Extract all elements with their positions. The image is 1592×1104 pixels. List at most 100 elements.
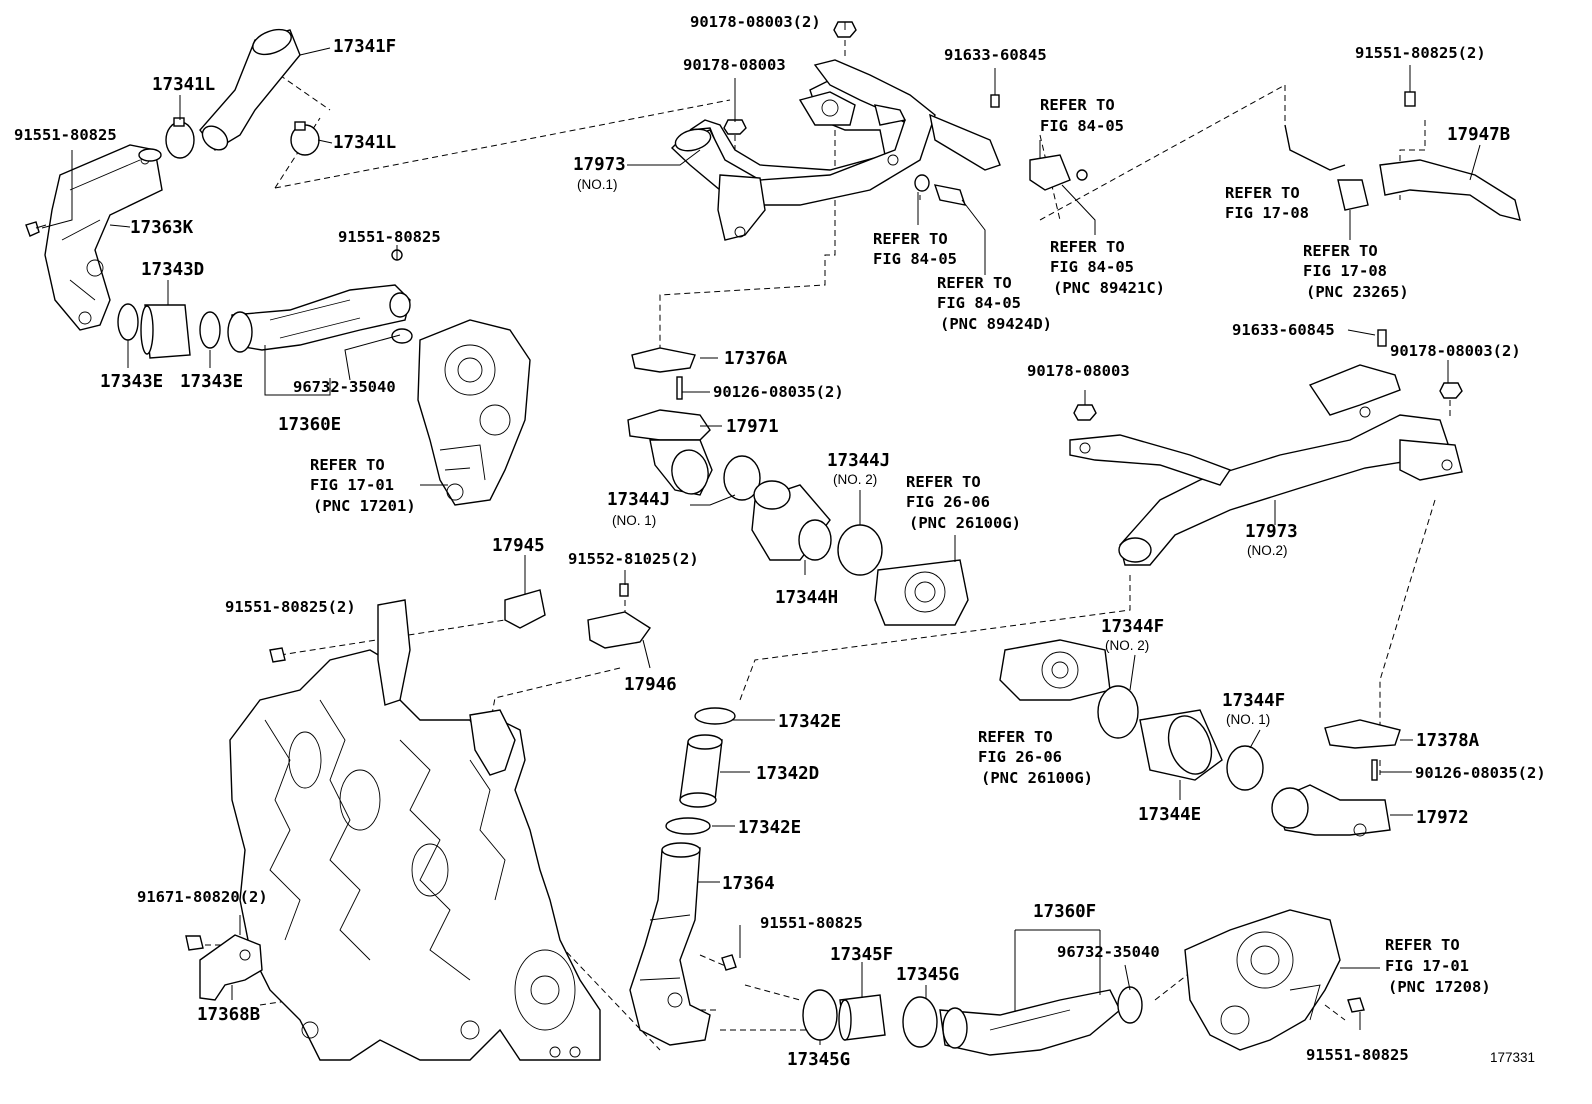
- bolt-91551-80825-top-right: [1404, 91, 1416, 107]
- bolt-91552-81025: [619, 583, 629, 597]
- label-96732-35040-lower: 96732-35040: [1057, 943, 1160, 961]
- bolt-91551-80825-lower: [721, 954, 737, 971]
- part-17360e-pipe: [227, 284, 411, 353]
- gasket-17378a: [1324, 719, 1401, 749]
- label-refer-to-26100g-b-line2: FIG 26-06: [978, 748, 1062, 766]
- label-17946: 17946: [624, 675, 677, 695]
- label-90126-08035-2-upper: 90126-08035(2): [713, 383, 844, 401]
- label-refer-to-26100g-a-line1: REFER TO: [906, 473, 981, 491]
- nut-90178-08003-right: [1073, 404, 1097, 421]
- label-refer-to-17201-line2: FIG 17-01: [310, 476, 394, 494]
- label-90178-08003-top: 90178-08003: [683, 56, 786, 74]
- label-91551-80825-2-left: 91551-80825(2): [225, 598, 356, 616]
- label-refer-to-26100g-b-line1: REFER TO: [978, 728, 1053, 746]
- label-17973-no2: 17973: [1245, 522, 1298, 542]
- label-17378a: 17378A: [1416, 731, 1480, 751]
- part-17360f-pipe: [939, 989, 1121, 1056]
- leader-lines: [41, 22, 1481, 1045]
- nut-90178-08003-2-right: [1439, 382, 1463, 399]
- label-17368b: 17368B: [197, 1005, 260, 1025]
- bolt-91551-80825-2-left: [269, 647, 286, 663]
- label-17973-no2-sub: (NO.2): [1247, 543, 1288, 558]
- label-refer-to-17208-line3: (PNC 17208): [1388, 978, 1491, 996]
- label-17376a: 17376A: [724, 349, 788, 369]
- label-17344j-no2-sub: (NO. 2): [833, 472, 877, 487]
- sensor-plug-84-05: [914, 174, 930, 192]
- engine-block: [229, 599, 601, 1061]
- gasket-17376a: [631, 347, 696, 373]
- label-17343d: 17343D: [141, 260, 204, 280]
- sensor-89424d: [933, 184, 967, 206]
- bolt-91551-80825-bottom-right: [1347, 997, 1365, 1013]
- label-17973-no1-sub: (NO.1): [577, 177, 618, 192]
- sensor-89421c: [1029, 154, 1071, 191]
- part-17972-elbow: [1271, 784, 1391, 837]
- label-91551-80825-lower: 91551-80825: [760, 914, 863, 932]
- clamp-17345g-left: [802, 989, 838, 1041]
- label-17344j-no1-sub: (NO. 1): [612, 513, 656, 528]
- label-refer-to-84-05-b-line1: REFER TO: [873, 230, 948, 248]
- turbocharger-17208: [1184, 909, 1341, 1051]
- part-17343d-end: [140, 305, 154, 355]
- label-17343e-right: 17343E: [180, 372, 243, 392]
- label-90178-08003-2-right: 90178-08003(2): [1390, 342, 1521, 360]
- part-17342d-hose: [679, 734, 723, 808]
- bolt-91633-60845-lower: [1377, 329, 1387, 347]
- part-17973-no1-pipe: [670, 59, 936, 241]
- gasket-96732-35040-upper: [391, 328, 413, 344]
- label-refer-to-89424d-line3: (PNC 89424D): [940, 315, 1052, 333]
- nut-90178-08003-left: [723, 119, 747, 135]
- label-refer-to-89421c-line1: REFER TO: [1050, 238, 1125, 256]
- label-90126-08035-2-lower: 90126-08035(2): [1415, 764, 1546, 782]
- label-refer-to-17-08-a-line1: REFER TO: [1225, 184, 1300, 202]
- part-17344e-hose: [1139, 709, 1223, 781]
- label-refer-to-89421c-line3: (PNC 89421C): [1053, 279, 1165, 297]
- clamp-17344j-no1: [723, 455, 761, 501]
- label-17342e-upper: 17342E: [778, 712, 841, 732]
- part-17973-no2-pipe: [1069, 364, 1463, 566]
- label-17972: 17972: [1416, 808, 1469, 828]
- stud-90126-08035-lower: [1371, 759, 1378, 781]
- label-90178-08003-right: 90178-08003: [1027, 362, 1130, 380]
- label-refer-to-17-08-a-line2: FIG 17-08: [1225, 204, 1309, 222]
- label-17345g-right: 17345G: [896, 965, 959, 985]
- label-91671-80820-2: 91671-80820(2): [137, 888, 268, 906]
- label-17344f-no2-sub: (NO. 2): [1105, 638, 1149, 653]
- label-refer-to-17201-line3: (PNC 17201): [313, 497, 416, 515]
- label-refer-to-84-05-a-line1: REFER TO: [1040, 96, 1115, 114]
- label-refer-to-26100g-a-line3: (PNC 26100G): [909, 514, 1021, 532]
- label-refer-to-23265-line2: FIG 17-08: [1303, 262, 1387, 280]
- label-91551-80825-bottom-right: 91551-80825: [1306, 1046, 1409, 1064]
- label-refer-to-26100g-a-line2: FIG 26-06: [906, 493, 990, 511]
- diagram-id: 177331: [1490, 1050, 1535, 1065]
- label-17344e: 17344E: [1138, 805, 1201, 825]
- clamp-17341l-left-tab: [173, 117, 185, 127]
- label-refer-to-84-05-b-line2: FIG 84-05: [873, 250, 957, 268]
- part-17971-elbow: [627, 409, 713, 496]
- label-refer-to-89424d-line1: REFER TO: [937, 274, 1012, 292]
- label-17344f-no1-sub: (NO. 1): [1226, 712, 1270, 727]
- bolt-91633-60845-upper: [990, 94, 1000, 108]
- clamp-17343e-left: [117, 303, 139, 341]
- label-17342d: 17342D: [756, 764, 819, 784]
- clamp-17344j-no2: [837, 524, 883, 576]
- label-17341l-right: 17341L: [333, 133, 396, 153]
- label-17360f: 17360F: [1033, 902, 1096, 922]
- label-17344j-no1: 17344J: [607, 490, 670, 510]
- label-refer-to-17208-line2: FIG 17-01: [1385, 957, 1469, 975]
- bolt-91551-80825-left: [25, 221, 47, 237]
- clamp-17342e-lower: [665, 817, 711, 835]
- label-91551-80825-mid: 91551-80825: [338, 228, 441, 246]
- label-17344j-no2: 17344J: [827, 451, 890, 471]
- bolt-sensor-89421c: [1076, 169, 1088, 181]
- part-17344h-hose: [751, 480, 832, 561]
- pipe-17973-no1-bracket: [929, 113, 1001, 171]
- label-17344f-no1: 17344F: [1222, 691, 1285, 711]
- label-17363k: 17363K: [130, 218, 194, 238]
- clamp-17341l-left: [165, 121, 195, 159]
- label-17973-no1: 17973: [573, 155, 626, 175]
- bracket-17945: [504, 589, 546, 629]
- vsv-23265: [1337, 179, 1369, 211]
- label-17343e-left: 17343E: [100, 372, 163, 392]
